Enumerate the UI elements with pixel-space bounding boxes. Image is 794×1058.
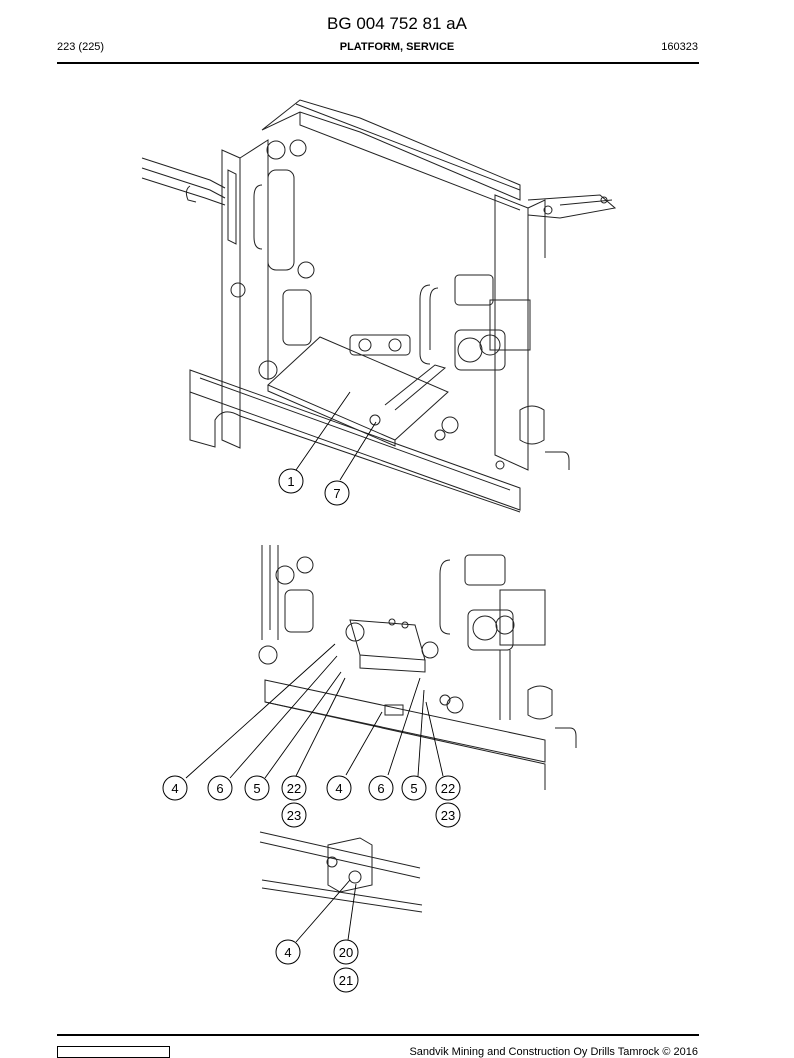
footer-rule [57, 1034, 699, 1036]
view-1-leaders [295, 391, 377, 481]
view-2-valve-detail [258, 545, 577, 790]
callout-view2-4b: 4 [326, 775, 352, 801]
callout-label: 5 [253, 781, 260, 796]
callout-view3-4: 4 [275, 939, 301, 965]
view-3-bracket-detail [259, 831, 423, 913]
view-1-platform-assembly [141, 99, 617, 513]
document-date: 160323 [661, 41, 698, 53]
callout-label: 22 [287, 781, 301, 796]
callout-view2-5a: 5 [244, 775, 270, 801]
callout-view2-22a: 22 [281, 775, 307, 801]
callout-label: 7 [333, 486, 340, 501]
callout-view2-6b: 6 [368, 775, 394, 801]
callout-label: 4 [284, 945, 291, 960]
callout-label: 6 [377, 781, 384, 796]
callout-view2-6a: 6 [207, 775, 233, 801]
callout-view2-23b: 23 [435, 802, 461, 828]
callout-label: 5 [410, 781, 417, 796]
callout-label: 1 [287, 474, 294, 489]
callout-view2-5b: 5 [401, 775, 427, 801]
callout-label: 23 [287, 808, 301, 823]
callout-label: 6 [216, 781, 223, 796]
callout-label: 4 [171, 781, 178, 796]
callout-label: 21 [339, 973, 353, 988]
callout-view2-4a: 4 [162, 775, 188, 801]
callouts: 1 7 4 6 5 22 23 4 [162, 468, 461, 993]
view-3-leaders [295, 879, 357, 943]
footer-copyright: Sandvik Mining and Construction Oy Drill… [409, 1046, 698, 1058]
page-number: 223 (225) [57, 41, 105, 53]
callout-view2-23a: 23 [281, 802, 307, 828]
document-id: BG 004 752 81 aA [327, 14, 467, 33]
header-rule [57, 62, 699, 64]
section-title: PLATFORM, SERVICE [339, 41, 455, 53]
callout-view3-20: 20 [333, 939, 359, 965]
callout-view2-22b: 22 [435, 775, 461, 801]
callout-view3-21: 21 [333, 967, 359, 993]
callout-label: 4 [335, 781, 342, 796]
callout-view1-1: 1 [278, 468, 304, 494]
callout-label: 23 [441, 808, 455, 823]
callout-label: 22 [441, 781, 455, 796]
callout-view1-7: 7 [324, 480, 350, 506]
view-2-leaders [185, 643, 444, 779]
sandvik-logo [57, 1046, 170, 1058]
callout-label: 20 [339, 945, 353, 960]
